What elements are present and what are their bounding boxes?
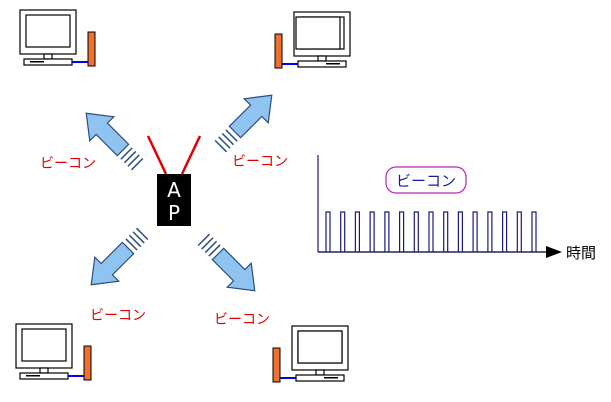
beacon-arrow-icon-down-right xyxy=(191,227,268,304)
beacon-arrow-icon-down-left xyxy=(78,221,155,298)
computer-icon-bottom-left xyxy=(15,323,92,381)
legend-label: ビーコン xyxy=(396,172,456,190)
beacon-arrow-icon-up-right xyxy=(208,82,285,159)
beacon-label-bottom-right: ビーコン xyxy=(214,312,270,328)
beacon-label-top-left: ビーコン xyxy=(40,156,96,172)
beacon-pulse-train xyxy=(318,211,537,253)
computer-icon-top-right xyxy=(274,11,351,69)
time-axis-label: 時間 xyxy=(566,244,596,262)
beacon-timeline: 時間 xyxy=(317,155,596,262)
access-point: A P xyxy=(146,135,202,226)
antenna-icon-right xyxy=(180,135,202,175)
antenna-icon-left xyxy=(146,135,168,175)
computer-icon-top-left xyxy=(19,9,96,67)
ap-label-a: A xyxy=(167,178,181,202)
beacon-label-bottom-left: ビーコン xyxy=(90,308,146,324)
ap-label-p: P xyxy=(168,201,180,225)
time-axis-arrowhead xyxy=(546,246,562,258)
beacon-legend: ビーコン xyxy=(385,166,467,194)
computer-icon-bottom-right xyxy=(272,325,349,383)
beacon-label-top-right: ビーコン xyxy=(232,154,288,170)
